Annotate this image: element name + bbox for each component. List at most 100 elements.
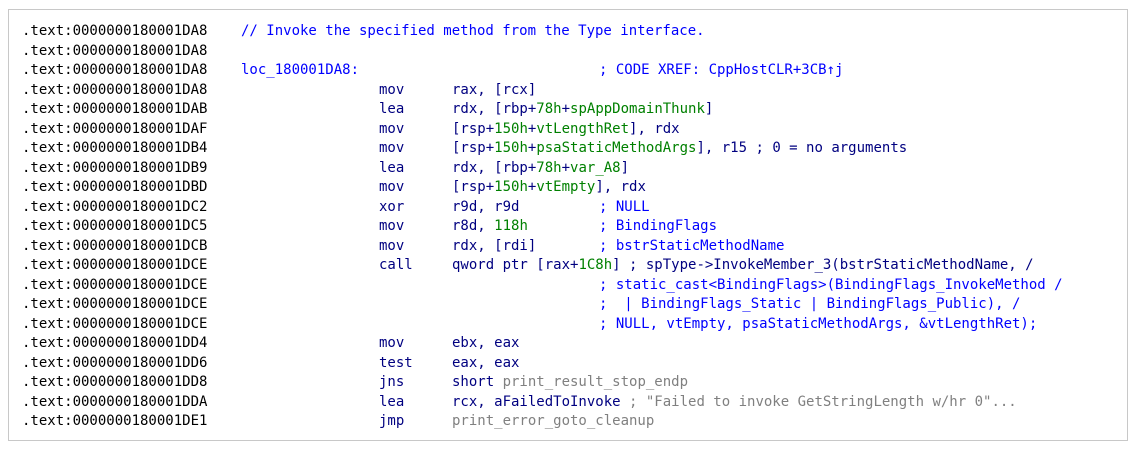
operand-variable[interactable]: vtEmpty (536, 179, 596, 195)
address: .text:0000000180001DDA (22, 393, 208, 410)
address: .text:0000000180001DAF (22, 120, 208, 137)
operand-reference[interactable]: ; "Failed to invoke GetStringLength w/hr… (629, 393, 1017, 410)
address: .text:0000000180001DE1 (22, 413, 208, 429)
operand-variable[interactable]: vtLengthRet (536, 120, 630, 137)
operands: rdx, [rbp+78h+var_A8] (452, 159, 629, 179)
mnemonic: lea (379, 159, 405, 176)
mnemonic: lea (379, 101, 405, 117)
operands: r9d, r9d (452, 198, 519, 218)
operands: [rsp+150h+vtLengthRet], rdx (452, 120, 680, 140)
operand-text: ebx, eax (452, 335, 520, 351)
address: .text:0000000180001DA8 (22, 23, 208, 39)
operands: eax, eax (452, 354, 519, 374)
operand-text: short (452, 374, 503, 390)
operand-number: 150h (494, 120, 528, 137)
operand-text: ] (620, 159, 630, 176)
operand-text: r8d, (452, 218, 495, 234)
operand-text: + (561, 159, 571, 176)
operand-text: [rsp+ (452, 179, 495, 195)
block-comment: // Invoke the specified method from the … (241, 23, 705, 39)
operands: rdx, [rbp+78h+spAppDomainThunk] (452, 100, 713, 120)
mnemonic: mov (379, 81, 405, 98)
operands: [rsp+150h+vtEmpty], rdx (452, 178, 646, 198)
operand-number: 78h (536, 101, 562, 117)
operand-text: ], r15 ; 0 = no arguments (696, 140, 908, 156)
operand-text: rcx, aFailedToInvoke (452, 393, 630, 410)
operands: r8d, 118h (452, 217, 528, 237)
operand-variable[interactable]: var_A8 (570, 159, 621, 176)
address: .text:0000000180001DCE (22, 296, 208, 312)
operand-text: [rsp+ (452, 120, 495, 137)
address: .text:0000000180001DA8 (22, 81, 208, 98)
address: .text:0000000180001DCB (22, 237, 208, 254)
operands: print_error_goto_cleanup (452, 412, 654, 432)
address: .text:0000000180001DD8 (22, 374, 208, 390)
inline-comment: ; NULL, vtEmpty, psaStaticMethodArgs, &v… (599, 315, 1038, 332)
mnemonic: xor (379, 198, 405, 215)
operands: rdx, [rdi] (452, 237, 536, 257)
address: .text:0000000180001DCE (22, 276, 208, 293)
inline-comment: ; NULL (599, 198, 650, 215)
operand-text: rdx, [rbp+ (452, 159, 537, 176)
inline-comment: ; bstrStaticMethodName (599, 237, 785, 254)
address: .text:0000000180001DCE (22, 257, 208, 273)
operand-text: ] (704, 101, 714, 117)
address: .text:0000000180001DC5 (22, 218, 208, 234)
operands: [rsp+150h+psaStaticMethodArgs], r15 ; 0 … (452, 139, 907, 159)
disassembly-view: .text:0000000180001DA8 // Invoke the spec… (8, 9, 1128, 441)
address: .text:0000000180001DA8 (22, 42, 208, 59)
inline-comment: ; | BindingFlags_Static | BindingFlags_P… (599, 296, 1021, 312)
mnemonic: jmp (379, 413, 405, 429)
operand-variable[interactable]: spAppDomainThunk (570, 101, 705, 117)
operand-reference[interactable]: print_error_goto_cleanup (452, 413, 655, 429)
mnemonic: mov (379, 218, 405, 234)
operand-text: rdx, [rbp+ (452, 101, 537, 117)
operand-text: + (527, 120, 537, 137)
inline-comment: ; CODE XREF: CppHostCLR+3CB↑j (599, 62, 844, 78)
operands: short print_result_stop_endp (452, 373, 688, 393)
operand-text: + (527, 140, 537, 156)
mnemonic: jns (379, 374, 405, 390)
operand-text: ], rdx (595, 179, 646, 195)
mnemonic: lea (379, 393, 405, 410)
inline-comment: ; static_cast<BindingFlags>(BindingFlags… (599, 276, 1063, 293)
operand-text: + (527, 179, 537, 195)
address: .text:0000000180001DA8 (22, 62, 208, 78)
operand-text: rdx, [rdi] (452, 237, 537, 254)
mnemonic: test (379, 354, 413, 371)
operand-text: eax, eax (452, 354, 520, 371)
operand-number: 118h (494, 218, 528, 234)
operand-text: + (561, 101, 571, 117)
mnemonic: mov (379, 179, 405, 195)
address: .text:0000000180001DB9 (22, 159, 208, 176)
operand-text: qword ptr [rax+ (452, 257, 579, 273)
operand-number: 1C8h (578, 257, 613, 273)
operand-text: ], rdx (629, 120, 680, 137)
operand-variable[interactable]: psaStaticMethodArgs (536, 140, 697, 156)
address: .text:0000000180001DB4 (22, 140, 208, 156)
address: .text:0000000180001DD6 (22, 354, 208, 371)
operands: rax, [rcx] (452, 81, 536, 101)
address: .text:0000000180001DD4 (22, 335, 208, 351)
operand-number: 150h (494, 140, 528, 156)
operand-text: rax, [rcx] (452, 81, 537, 98)
mnemonic: mov (379, 237, 405, 254)
mnemonic: mov (379, 335, 405, 351)
address: .text:0000000180001DC2 (22, 198, 208, 215)
address: .text:0000000180001DAB (22, 101, 208, 117)
operands: ebx, eax (452, 334, 519, 354)
operands: rcx, aFailedToInvoke ; "Failed to invoke… (452, 393, 1017, 413)
code-label[interactable]: loc_180001DA8: (241, 62, 360, 78)
operand-text: r9d, r9d (452, 198, 520, 215)
mnemonic: mov (379, 140, 405, 156)
operand-text: [rsp+ (452, 140, 495, 156)
operand-reference[interactable]: print_result_stop_endp (502, 374, 689, 390)
inline-comment: ; BindingFlags (599, 218, 718, 234)
mnemonic: mov (379, 120, 405, 137)
address: .text:0000000180001DBD (22, 179, 208, 195)
operands: qword ptr [rax+1C8h] ; spType->InvokeMem… (452, 256, 1034, 276)
operand-number: 150h (494, 179, 528, 195)
operand-number: 78h (536, 159, 562, 176)
address: .text:0000000180001DCE (22, 315, 208, 332)
operand-text: ] ; spType->InvokeMember_3(bstrStaticMet… (612, 257, 1034, 273)
